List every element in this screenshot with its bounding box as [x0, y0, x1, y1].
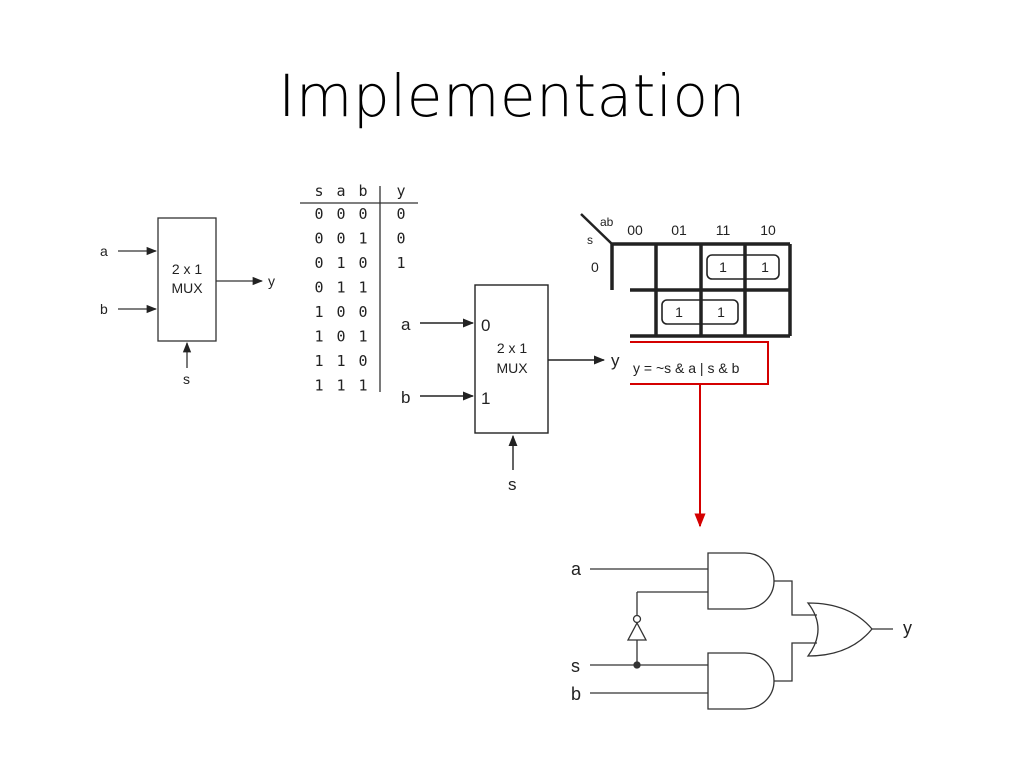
truth-table-cell-1-2: 1: [358, 230, 367, 248]
truth-table-header-b: b: [358, 182, 367, 200]
truth-table-header-a: a: [336, 182, 345, 200]
truth-table-cell-3-0: 0: [314, 279, 323, 297]
kmap-row-header-0: 0: [591, 259, 599, 275]
kmap-cell-0-2: 1: [719, 259, 727, 275]
circuit-label-s: s: [571, 656, 580, 676]
large-mux-port-0-label: 0: [481, 316, 490, 335]
kmap-corner-diagonal: [580, 213, 613, 245]
small-mux-label-line1: 2 x 1: [172, 261, 203, 277]
kmap-col-header-00: 00: [627, 222, 643, 238]
small-mux-select-label: s: [183, 371, 190, 387]
truth-table-cell-2-0: 0: [314, 254, 323, 272]
truth-table-cell-3-2: 1: [358, 279, 367, 297]
truth-table-cell-0-1: 0: [336, 205, 345, 223]
truth-table-cell-4-2: 0: [358, 303, 367, 321]
truth-table-cell-3-1: 1: [336, 279, 345, 297]
small-mux-label-line2: MUX: [171, 280, 203, 296]
kmap-col-header-10: 10: [760, 222, 776, 238]
truth-table-header-y: y: [396, 182, 405, 200]
large-mux-output-label: y: [611, 351, 620, 370]
small-mux-box: [157, 217, 217, 342]
small-mux-input-a-label: a: [100, 243, 108, 259]
kmap-cell-1-2: 1: [717, 304, 725, 320]
truth-table-cell-0-2: 0: [358, 205, 367, 223]
circuit-label-y: y: [903, 618, 912, 638]
truth-table-cell-4-1: 0: [336, 303, 345, 321]
truth-table-header-s: s: [314, 182, 323, 200]
circuit-label-b: b: [571, 684, 581, 704]
large-mux-label-line1: 2 x 1: [497, 340, 528, 356]
large-mux-input-a-label: a: [401, 315, 411, 334]
and-gate-top: [707, 552, 775, 610]
truth-table-cell-7-1: 1: [336, 377, 345, 395]
circuit-junction-dot: [633, 661, 641, 669]
truth-table-cell-5-1: 0: [336, 328, 345, 346]
truth-table-cell-1-1: 0: [336, 230, 345, 248]
not-gate: [626, 621, 648, 641]
large-mux-label-line2: MUX: [496, 360, 528, 376]
truth-table-cell-6-1: 1: [336, 352, 345, 370]
kmap-col-header-11: 11: [716, 222, 731, 238]
equation-callout: y = ~s & a | s & b: [630, 341, 769, 528]
large-mux-port-1-label: 1: [481, 389, 490, 408]
large-mux-input-b-label: b: [401, 388, 410, 407]
large-mux-diagram: [420, 284, 606, 470]
truth-table-cell-6-0: 1: [314, 352, 323, 370]
truth-table-cell-5-0: 1: [314, 328, 323, 346]
truth-table-cell-2-3: 1: [396, 254, 405, 272]
small-mux-output-label: y: [268, 273, 275, 289]
kmap-row-variable: s: [587, 233, 593, 247]
truth-table-cell-2-2: 0: [358, 254, 367, 272]
truth-table-cell-7-0: 1: [314, 377, 323, 395]
circuit-wire-and-top-out: [774, 580, 817, 616]
truth-table-cell-2-1: 1: [336, 254, 345, 272]
or-gate: [806, 602, 873, 657]
small-mux-diagram: [118, 217, 264, 368]
truth-table-cell-1-3: 0: [396, 230, 405, 248]
circuit-label-a: a: [571, 559, 582, 579]
truth-table-cell-4-0: 1: [314, 303, 323, 321]
kmap-group-row1: [661, 299, 739, 325]
truth-table-cell-6-2: 0: [358, 352, 367, 370]
small-mux-input-b-label: b: [100, 301, 108, 317]
truth-table-cell-7-2: 1: [358, 377, 367, 395]
gate-circuit: [590, 552, 893, 710]
slide-title: Implementation: [278, 62, 746, 130]
kmap-grid: [610, 242, 792, 338]
circuit-wire-and-bottom-out: [774, 642, 817, 682]
truth-table-cell-5-2: 1: [358, 328, 367, 346]
kmap-col-variable: ab: [600, 215, 614, 229]
truth-table-cell-0-3: 0: [396, 205, 405, 223]
equation-text: y = ~s & a | s & b: [633, 360, 740, 376]
truth-table-cell-0-0: 0: [314, 205, 323, 223]
kmap-cell-0-3: 1: [761, 259, 769, 275]
not-gate-bubble: [632, 614, 642, 624]
truth-table-cell-1-0: 0: [314, 230, 323, 248]
kmap-cell-1-1: 1: [675, 304, 683, 320]
large-mux-box: [474, 284, 549, 434]
karnaugh-map: ab s 00 01 11 10 0 1 1 1: [580, 213, 792, 338]
large-mux-select-label: s: [508, 475, 517, 494]
kmap-col-header-01: 01: [671, 222, 687, 238]
and-gate-bottom: [707, 652, 775, 710]
kmap-group-row0: [706, 254, 780, 280]
